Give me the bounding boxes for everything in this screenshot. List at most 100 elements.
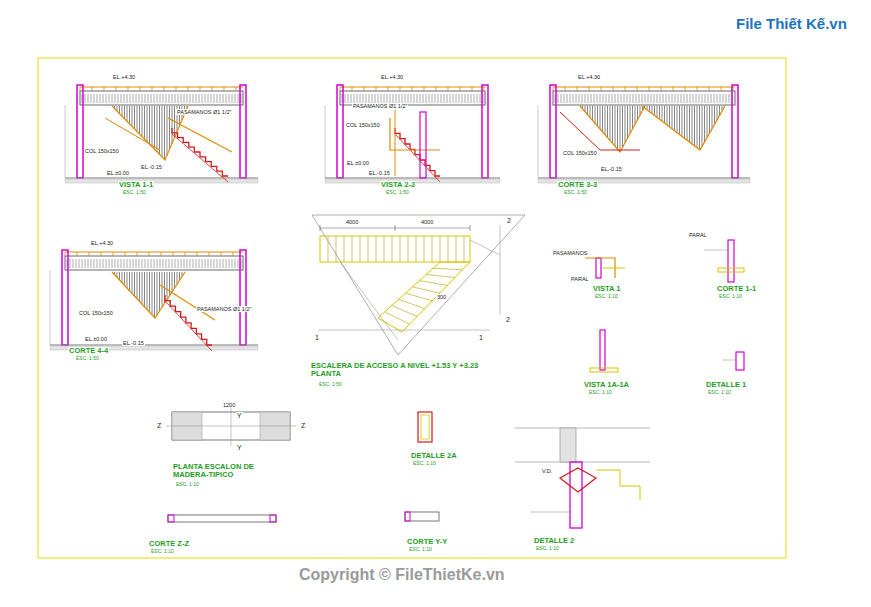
beam-hatch <box>133 94 134 103</box>
stringer-hatch <box>132 106 133 126</box>
scale-note: ESC. 1:50 <box>385 190 410 196</box>
tread <box>424 236 425 262</box>
beam-hatch <box>181 259 182 268</box>
column <box>550 85 556 178</box>
scale-note: ESC. 1:10 <box>707 390 732 396</box>
stringer-hatch <box>630 106 631 134</box>
view-title: DETALLE 1 <box>705 381 747 389</box>
rail-post <box>92 87 93 91</box>
concrete <box>560 428 576 462</box>
rail-post <box>152 87 153 91</box>
rail-post <box>116 87 117 91</box>
beam-hatch <box>127 94 128 103</box>
beam-hatch <box>345 94 346 103</box>
post <box>600 330 605 370</box>
beam-hatch <box>85 259 86 268</box>
beam-hatch <box>627 94 628 103</box>
stringer-hatch <box>144 272 145 307</box>
beam-hatch <box>369 94 370 103</box>
view-title: ESCALERA DE ACCESO A NIVEL +1.53 Y +3.23… <box>310 362 492 379</box>
stringer-hatch <box>717 106 718 120</box>
section-mark: 2 <box>506 217 512 225</box>
section-mark: 2 <box>505 316 511 324</box>
beam-hatch <box>226 94 227 103</box>
beam-hatch <box>229 94 230 103</box>
view-title: VISTA 1A-1A <box>583 381 630 389</box>
beam-hatch <box>136 94 137 103</box>
scale-note: ESC. 1:50 <box>563 190 588 196</box>
column <box>77 85 83 178</box>
beam-hatch <box>411 94 412 103</box>
beam-hatch <box>208 259 209 268</box>
stringer-hatch <box>707 106 708 138</box>
elevation-mark: EL.-0.15 <box>368 170 391 176</box>
ground-line <box>538 178 750 179</box>
beam-hatch <box>208 94 209 103</box>
beam-hatch <box>121 259 122 268</box>
beam-hatch <box>693 94 694 103</box>
beam-hatch <box>633 94 634 103</box>
tread <box>328 236 329 262</box>
beam-hatch <box>172 259 173 268</box>
beam-hatch <box>726 94 727 103</box>
view-title: VISTA 2-2 <box>380 181 416 189</box>
scale-note: ESC. 1:10 <box>594 294 619 300</box>
elevation-mark: EL.+4.30 <box>90 240 114 246</box>
beam-hatch <box>435 94 436 103</box>
dimension: 4000 <box>420 219 434 225</box>
view-title: CORTE 4-4 <box>68 347 109 355</box>
scale-note: ESC. 1:10 <box>718 294 743 300</box>
stringer-hatch <box>172 106 173 144</box>
beam-hatch <box>615 94 616 103</box>
beam-hatch <box>705 94 706 103</box>
beam-hatch <box>148 94 149 103</box>
stringer-hatch <box>164 106 165 159</box>
rail-post <box>140 87 141 91</box>
beam-hatch <box>447 94 448 103</box>
stringer-hatch <box>149 272 150 312</box>
beam-hatch <box>121 94 122 103</box>
stringer-hatch <box>157 106 158 152</box>
beam <box>553 91 735 105</box>
stringer-hatch <box>157 272 158 315</box>
beam-hatch <box>384 94 385 103</box>
elevation-mark: EL.±0.00 <box>106 170 130 176</box>
handrail-post <box>395 110 396 176</box>
beam-hatch <box>405 94 406 103</box>
elevation-mark: EL.+4.30 <box>380 74 404 80</box>
stringer-hatch <box>124 272 125 285</box>
stringer-hatch <box>122 272 123 283</box>
stringer-hatch <box>142 106 143 137</box>
beam-hatch <box>196 259 197 268</box>
beam-hatch <box>157 94 158 103</box>
rail-post <box>161 252 162 256</box>
beam-hatch <box>630 94 631 103</box>
watermark: Copyright © FileThietKe.vn <box>298 566 506 584</box>
beam-hatch <box>124 94 125 103</box>
beam-hatch <box>223 259 224 268</box>
beam-hatch <box>154 259 155 268</box>
rail-post <box>128 87 129 91</box>
beam-hatch <box>94 94 95 103</box>
rail-post <box>197 252 198 256</box>
beam-hatch <box>169 94 170 103</box>
stringer-hatch <box>177 272 178 284</box>
rail-post <box>376 87 377 91</box>
beam-hatch <box>378 94 379 103</box>
stringer-hatch <box>137 106 138 131</box>
stringer-hatch <box>590 106 591 118</box>
stringer-hatch <box>682 106 683 136</box>
view-title: DETALLE 2 <box>533 537 575 545</box>
post <box>728 240 734 282</box>
rail-post <box>721 87 722 91</box>
part-note: PASAMANOS Ø1 1/2" <box>176 109 232 115</box>
beam-hatch <box>654 94 655 103</box>
top-rail <box>65 251 243 252</box>
stair-flight <box>378 262 470 332</box>
beam-hatch <box>417 94 418 103</box>
scale-note: ESC. 1:10 <box>535 546 560 552</box>
section-mark: Z <box>156 422 162 430</box>
beam-hatch <box>402 94 403 103</box>
beam-hatch <box>474 94 475 103</box>
stringer-hatch <box>702 106 703 146</box>
